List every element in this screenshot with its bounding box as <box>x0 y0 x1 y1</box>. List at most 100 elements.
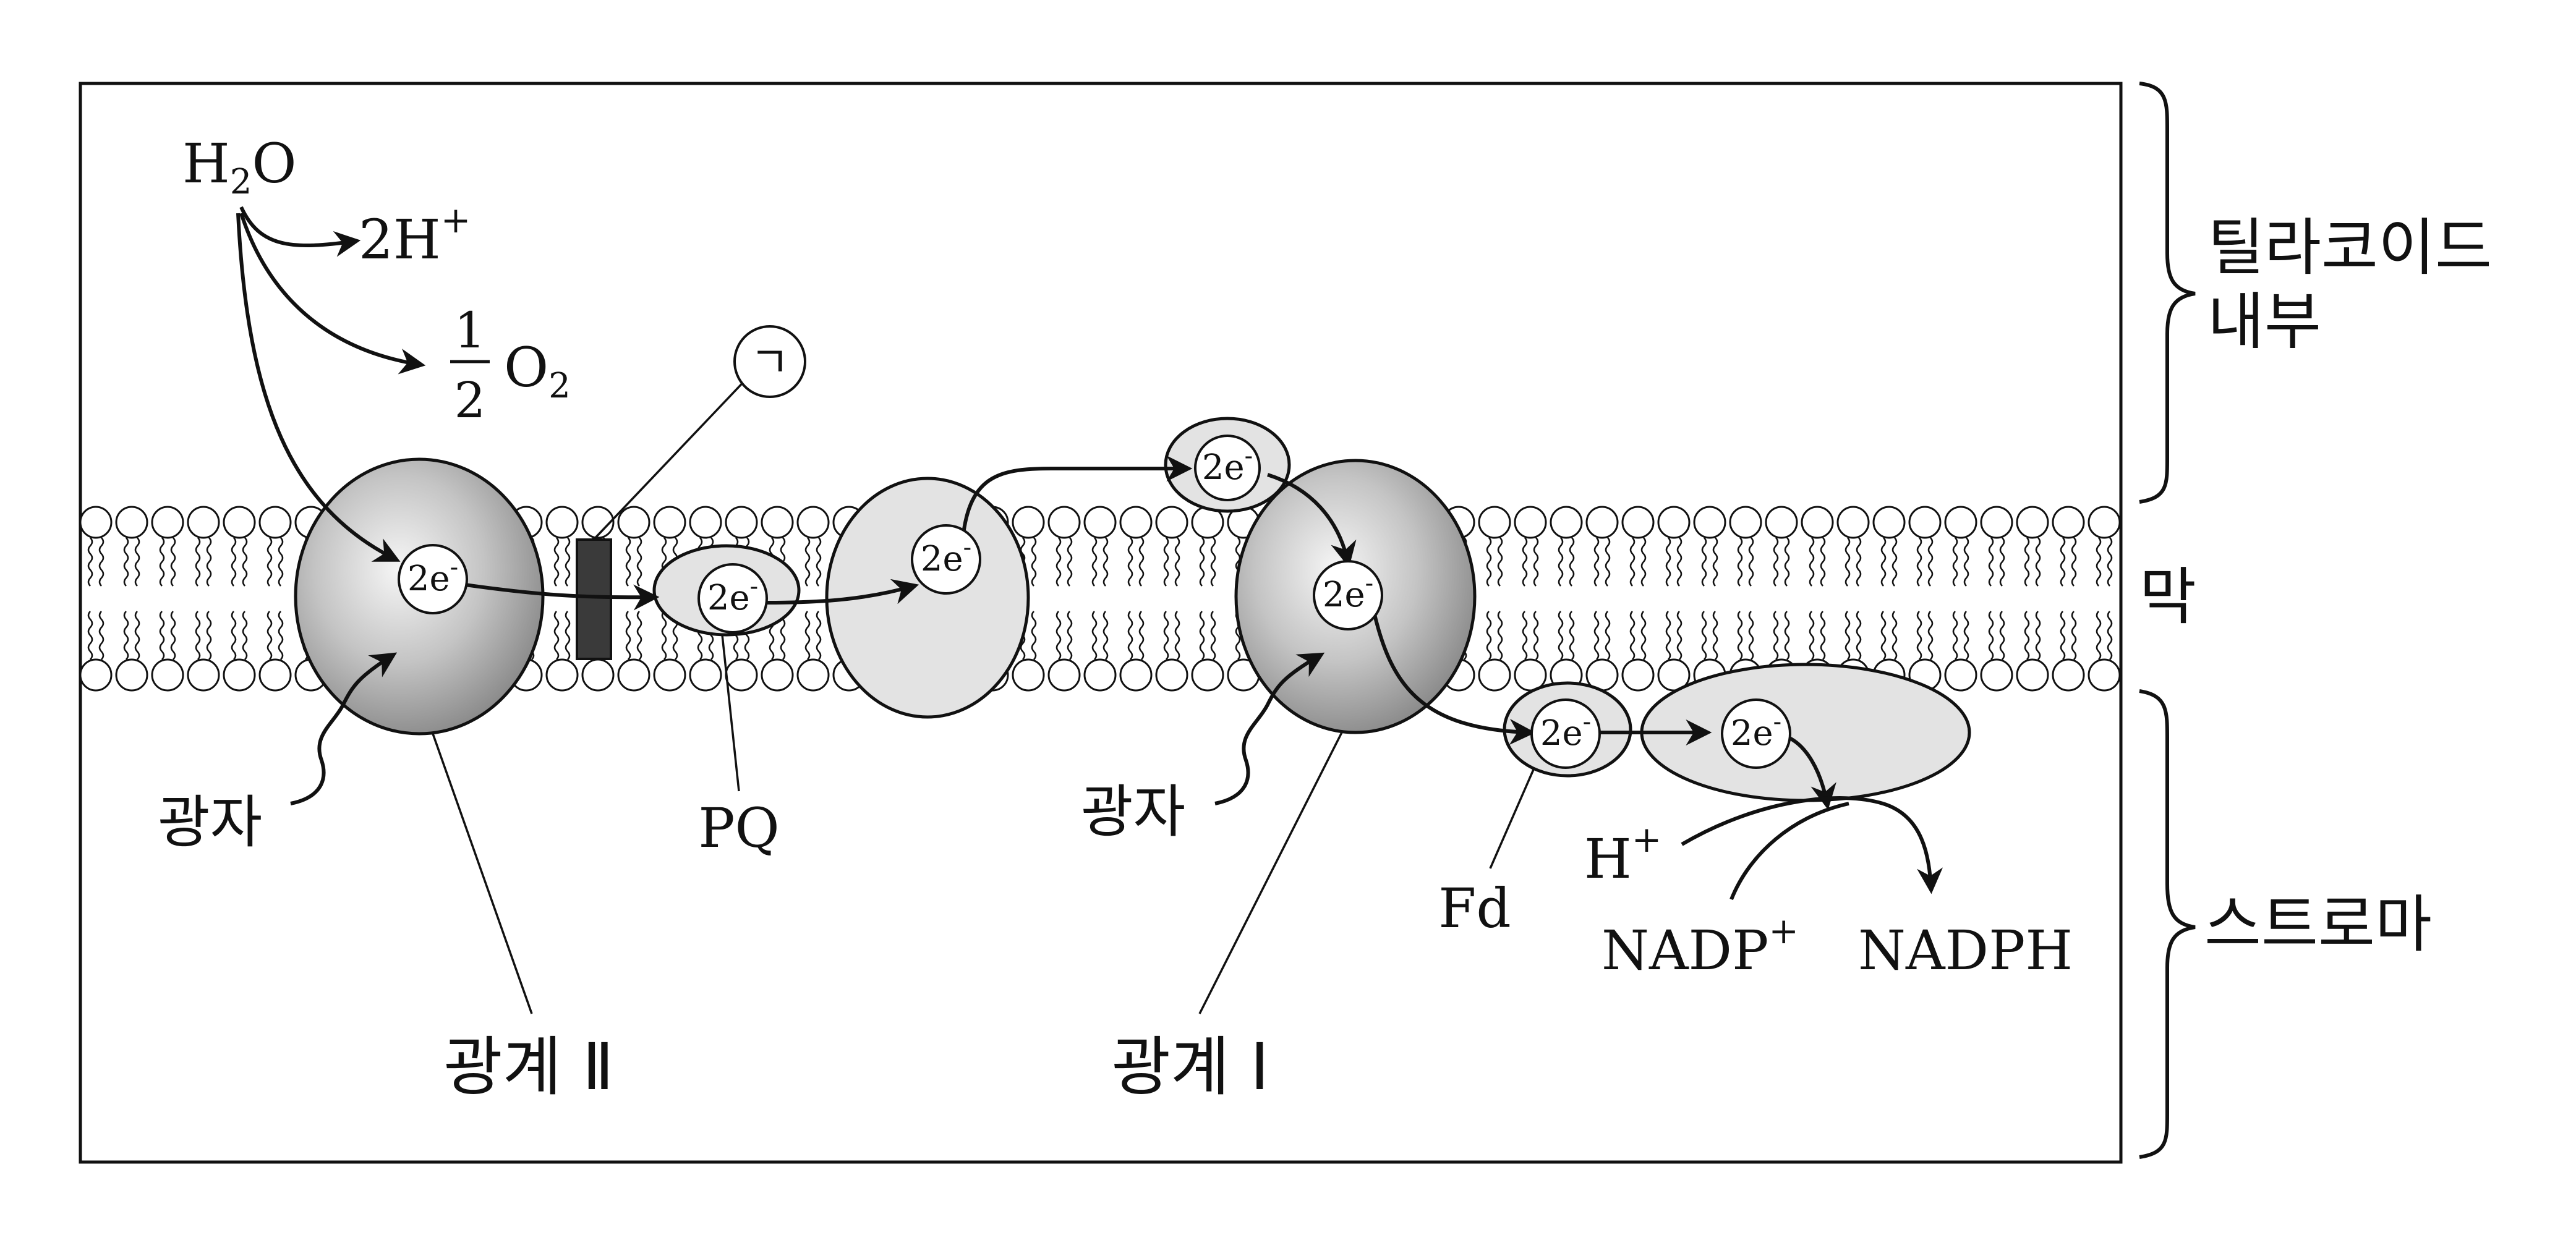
lipid-head <box>79 506 113 539</box>
lipid-tail <box>1784 611 1790 660</box>
lipid-tail <box>134 537 140 587</box>
lipid-tail <box>1820 537 1826 587</box>
lipid-tail <box>1199 611 1205 660</box>
photon-arrow-ps1 <box>1214 652 1325 805</box>
brace-lumen <box>2139 82 2196 504</box>
ps1-label: 광계 Ⅰ <box>1111 1029 1269 1105</box>
lipid-head <box>761 506 794 539</box>
lipid-head <box>1155 658 1188 692</box>
leader-ps1 <box>1198 732 1343 1014</box>
svg-text:ㄱ: ㄱ <box>750 337 790 388</box>
half-o2-label: 1 2 O2 <box>450 302 571 429</box>
h2o-label: H2O <box>182 132 297 202</box>
lipid-tail <box>1174 537 1180 587</box>
lipid-tail <box>1856 611 1862 660</box>
lipid-head <box>653 506 686 539</box>
lipid-tail <box>278 611 284 660</box>
stroma-label: 스트로마 <box>2204 888 2432 961</box>
lipid-tail <box>195 537 201 587</box>
electron-badge-reductase: 2e- <box>1721 698 1791 769</box>
lipid-head <box>187 658 220 692</box>
lipid-tail <box>1629 537 1636 587</box>
arrow-reductase-to-nadph <box>1786 735 1836 810</box>
lipid-tail <box>98 537 104 587</box>
lipid-tail <box>2096 611 2102 660</box>
lipid-head <box>617 658 650 692</box>
lipid-head <box>617 506 650 539</box>
lipid-head <box>1012 658 1045 692</box>
lipid-tail <box>206 611 212 660</box>
lipid-head <box>689 506 722 539</box>
lipid-tail <box>1210 611 1216 660</box>
ps2-label: 광계 Ⅱ <box>443 1029 614 1105</box>
lipid-head <box>151 506 184 539</box>
lipid-head <box>1621 658 1655 692</box>
lumen-label-line2: 내부 <box>2207 286 2321 358</box>
lipid-tail <box>1102 537 1109 587</box>
lipid-tail <box>2024 611 2030 660</box>
photon-label-ps1: 광자 <box>1081 779 1185 845</box>
photon-label-ps2: 광자 <box>158 789 262 855</box>
lipid-tail <box>87 537 93 587</box>
lipid-head <box>1765 506 1798 539</box>
lipid-tail <box>2071 611 2077 660</box>
svg-text:O2: O2 <box>504 336 571 406</box>
electron-badge-carrier: 2e- <box>1194 435 1261 501</box>
lipid-head <box>1836 506 1870 539</box>
lipid-tail <box>1640 537 1647 587</box>
lipid-head <box>1012 506 1045 539</box>
lipid-tail <box>1138 611 1145 660</box>
lipid-head <box>1047 506 1081 539</box>
lipid-tail <box>1629 611 1636 660</box>
lipid-head <box>2016 506 2049 539</box>
marker-label: ㄱ <box>733 325 806 398</box>
pq-label: PQ <box>698 796 779 860</box>
lipid-tail <box>1701 611 1707 660</box>
leader-ps2 <box>432 733 533 1014</box>
lipid-tail <box>804 537 811 587</box>
arrow-ps1-to-fd <box>1372 611 1536 745</box>
leader-marker <box>592 376 749 541</box>
lipid-tail <box>1558 537 1564 587</box>
lipid-tail <box>1605 537 1611 587</box>
lipid-head <box>1801 506 1834 539</box>
lipid-head <box>115 658 148 692</box>
fd-label: Fd <box>1438 876 1511 940</box>
lipid-tail <box>804 611 811 660</box>
lumen-label-line1: 틸라코이드 <box>2207 211 2492 284</box>
arrow-ps2-to-pq <box>460 582 660 611</box>
electron-badge-fd: 2e- <box>1530 698 1601 769</box>
region-braces <box>2139 82 2196 1159</box>
lipid-tail <box>1067 611 1073 660</box>
lipid-tail <box>1701 537 1707 587</box>
lipid-head <box>1585 506 1619 539</box>
leader-lines <box>432 376 1535 1014</box>
lipid-tail <box>242 611 248 660</box>
lipid-tail <box>1748 537 1754 587</box>
lipid-tail <box>231 611 237 660</box>
lipid-tail <box>1952 537 1958 587</box>
lipid-tail <box>2107 537 2113 587</box>
lipid-head <box>1478 658 1511 692</box>
lipid-tail <box>1533 537 1539 587</box>
lipid-tail <box>1999 611 2005 660</box>
lipid-tail <box>1569 611 1575 660</box>
lipid-tail <box>636 537 642 587</box>
lipid-head <box>581 506 615 539</box>
lipid-tail <box>1665 537 1671 587</box>
lipid-tail <box>1845 537 1851 587</box>
brace-stroma <box>2139 689 2196 1159</box>
lipid-tail <box>267 537 273 587</box>
electron-flow-arrows <box>236 206 1943 901</box>
lipid-tail <box>2060 537 2066 587</box>
lipid-tail <box>1676 611 1683 660</box>
lipid-head <box>545 506 579 539</box>
lipid-tail <box>1605 611 1611 660</box>
lipid-tail <box>123 537 129 587</box>
lipid-tail <box>159 611 165 660</box>
lipid-head <box>1657 506 1691 539</box>
lipid-tail <box>661 611 667 660</box>
marker-complex <box>576 538 612 660</box>
lipid-tail <box>1773 611 1779 660</box>
lipid-head <box>1047 658 1081 692</box>
